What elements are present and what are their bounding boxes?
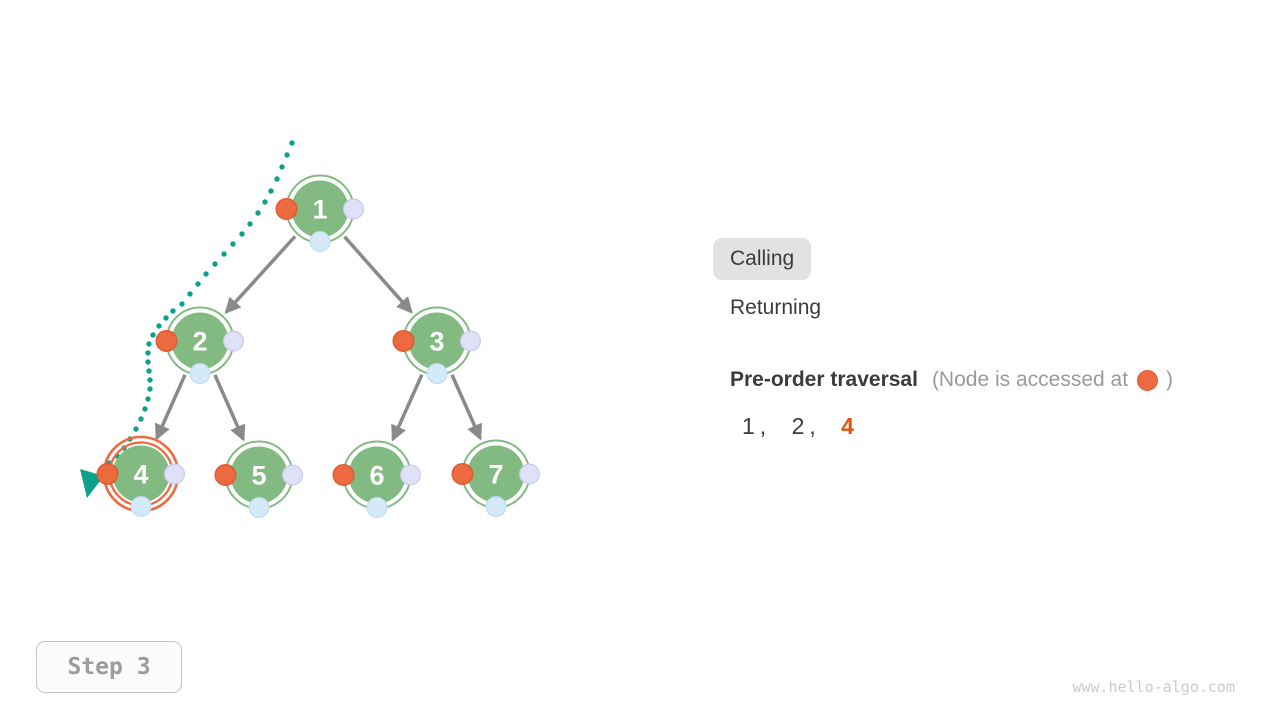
trace-dot xyxy=(133,426,139,432)
trace-dot xyxy=(239,231,245,237)
watermark-text: www.hello-algo.com xyxy=(1072,678,1235,696)
sequence-item-current: 4 xyxy=(841,413,854,439)
node-right-dot-icon xyxy=(460,330,482,352)
trace-dot xyxy=(179,301,185,307)
trace-dot xyxy=(142,406,148,412)
trace-dot xyxy=(289,140,295,146)
trace-dot xyxy=(247,221,253,227)
node-circle xyxy=(408,312,466,370)
trace-dot xyxy=(195,281,201,287)
node-value: 2 xyxy=(192,327,207,357)
step-indicator: Step 3 xyxy=(36,641,182,693)
tree-node-2: 2 xyxy=(155,306,245,385)
node-circle xyxy=(171,312,229,370)
traversal-note-prefix: (Node is accessed at xyxy=(931,368,1129,391)
sequence-item: 2 xyxy=(791,413,805,439)
node-circle xyxy=(467,445,525,503)
node-right-dot-icon xyxy=(164,463,186,485)
tree-edge-1-3 xyxy=(343,235,413,314)
node-circle xyxy=(112,445,170,503)
node-value: 5 xyxy=(251,461,266,491)
node-circle xyxy=(348,446,406,504)
sequence-separator: , xyxy=(759,413,767,439)
trace-dot xyxy=(156,323,162,329)
node-bottom-dot-icon xyxy=(189,363,211,385)
trace-dot xyxy=(262,199,268,205)
trace-dot xyxy=(150,332,156,338)
node-bottom-dot-icon xyxy=(130,496,152,518)
trace-dot xyxy=(170,308,176,314)
trace-dot xyxy=(147,377,153,383)
access-dot-icon xyxy=(1137,369,1159,391)
traversal-note-suffix: ) xyxy=(1166,368,1174,391)
trace-dot xyxy=(163,315,169,321)
tree-node-4: 4 xyxy=(96,435,186,518)
tree-node-5: 5 xyxy=(214,440,304,519)
node-bottom-dot-icon xyxy=(426,363,448,385)
traversal-header: Pre-order traversal (Node is accessed at… xyxy=(730,366,1173,394)
trace-dot xyxy=(268,188,274,194)
tree-edge-1-2 xyxy=(224,235,297,314)
node-right-dot-icon xyxy=(518,463,540,485)
node-bottom-dot-icon xyxy=(485,496,507,518)
node-access-dot-icon xyxy=(96,463,119,486)
trace-dot xyxy=(284,152,290,158)
trace-dot xyxy=(138,416,144,422)
node-bottom-dot-icon xyxy=(366,497,388,519)
node-access-dot-icon xyxy=(392,330,415,353)
node-access-dot-icon xyxy=(214,464,237,487)
node-bottom-dot-icon xyxy=(309,231,331,253)
node-value: 3 xyxy=(429,327,444,357)
traversal-sequence: 1, 2, 4 xyxy=(742,413,854,439)
node-value: 1 xyxy=(312,195,327,225)
node-right-dot-icon xyxy=(223,330,245,352)
tree-node-3: 3 xyxy=(392,306,482,385)
tree-node-1: 1 xyxy=(275,174,365,253)
traversal-title: Pre-order traversal xyxy=(730,368,918,391)
node-right-dot-icon xyxy=(343,198,365,220)
trace-dot xyxy=(230,241,236,247)
calling-label: Calling xyxy=(730,247,795,270)
tree-edge-3-6 xyxy=(391,374,424,442)
trace-dot xyxy=(255,210,261,216)
node-value: 4 xyxy=(133,460,148,490)
trace-dot xyxy=(145,396,151,402)
sequence-item: 1 xyxy=(742,413,755,439)
node-access-dot-icon xyxy=(155,330,178,353)
node-bottom-dot-icon xyxy=(248,497,270,519)
tree-edge-3-7 xyxy=(450,374,482,441)
trace-dot xyxy=(274,176,280,182)
node-access-dot-icon xyxy=(332,464,355,487)
trace-dot xyxy=(145,359,151,365)
node-access-dot-icon xyxy=(275,197,298,220)
trace-dot xyxy=(221,251,227,257)
tree-node-6: 6 xyxy=(332,440,422,519)
tree-edge-2-5 xyxy=(213,374,246,442)
trace-dot xyxy=(212,261,218,267)
node-circle xyxy=(230,446,288,504)
trace-dot xyxy=(146,368,152,374)
returning-label: Returning xyxy=(730,296,822,319)
calling-state-chip[interactable]: Calling xyxy=(713,238,812,280)
node-circle xyxy=(291,180,349,238)
tree-edge-2-4 xyxy=(155,374,187,441)
node-access-dot-icon xyxy=(451,463,474,486)
step-label: Step 3 xyxy=(67,654,151,680)
trace-dot xyxy=(147,386,153,392)
trace-dot xyxy=(145,350,151,356)
node-right-dot-icon xyxy=(400,464,422,486)
trace-dot xyxy=(187,291,193,297)
sequence-separator: , xyxy=(809,413,816,439)
node-value: 6 xyxy=(369,461,384,491)
trace-dot xyxy=(279,164,285,170)
tree-node-7: 7 xyxy=(451,439,540,518)
node-right-dot-icon xyxy=(282,464,304,486)
returning-state-label[interactable]: Returning xyxy=(730,294,821,322)
node-value: 7 xyxy=(488,460,503,490)
trace-dot xyxy=(146,341,152,347)
trace-dot xyxy=(203,271,209,277)
